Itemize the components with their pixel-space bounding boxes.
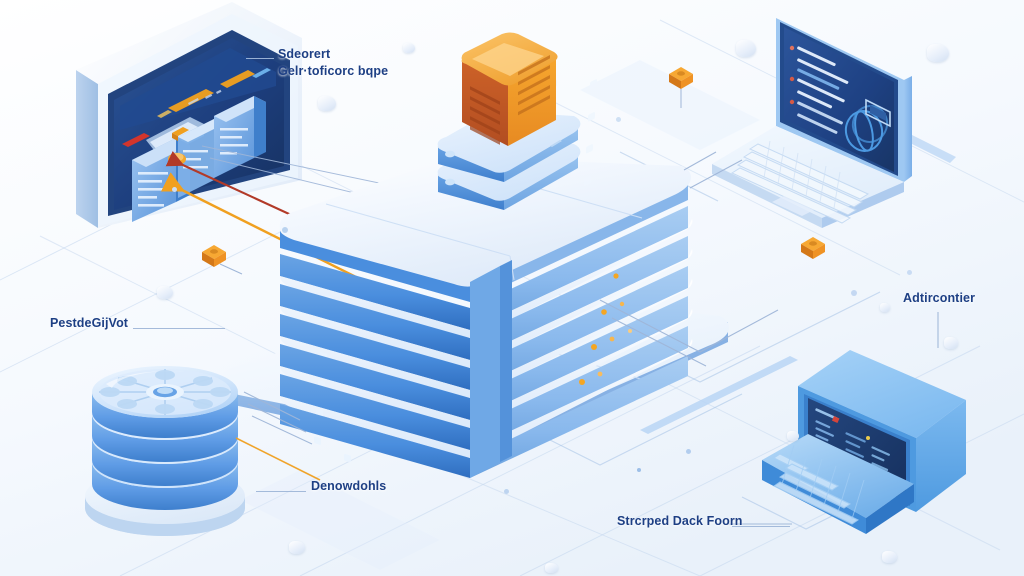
rack-led — [591, 344, 597, 350]
rack-led — [601, 309, 607, 315]
rack-led — [613, 273, 619, 279]
annotation-database: PestdeGijVot — [50, 316, 129, 330]
rack-pillar — [470, 266, 500, 478]
left-monitor[interactable] — [62, 2, 312, 247]
debris-dot — [172, 187, 177, 192]
leader-monitor — [246, 58, 274, 59]
annotation-monitor-line2: Gelr·toficorc bqpe — [278, 64, 389, 78]
debris-dot — [504, 489, 509, 494]
debris-fleck — [289, 541, 305, 554]
debris-fleck — [403, 43, 415, 53]
annotation-stripped-dock: Strcrped Dack Foorn — [617, 514, 743, 528]
debris-fleck — [736, 40, 756, 57]
debris-fleck — [927, 44, 949, 62]
debris-fleck — [545, 563, 558, 573]
debris-dot — [282, 227, 288, 233]
front-laptop[interactable] — [746, 334, 996, 564]
laptop-keys — [730, 143, 870, 224]
debris-fleck — [882, 551, 897, 563]
debris-dot — [637, 468, 641, 472]
screen-code-lines — [789, 45, 849, 134]
rack-top-slab — [279, 155, 691, 302]
annotation-monitor: Sdeorert Gelr·toficorc bqpe — [278, 46, 388, 80]
rack-led — [619, 301, 625, 307]
leader-database — [133, 328, 225, 329]
leader-stripped-dock — [732, 526, 790, 527]
debris-fleck — [157, 286, 173, 299]
debris-fleck — [318, 96, 336, 111]
annotation-monitor-line1: Sdeorert — [278, 47, 331, 61]
leader-downloads — [256, 491, 306, 492]
network-globe-icon — [844, 105, 889, 152]
database-stack[interactable] — [70, 348, 260, 538]
orange-cube-left — [202, 245, 243, 275]
orange-cube-top — [669, 67, 693, 108]
debris-fleck — [880, 303, 890, 312]
debris-dot — [686, 449, 691, 454]
orange-tower[interactable] — [454, 32, 564, 152]
rack-led — [579, 379, 585, 385]
debris-dot — [907, 270, 912, 275]
debris-fleck — [944, 337, 958, 349]
annotation-downloads: Denowdohls — [311, 479, 387, 493]
rack-led — [609, 336, 615, 342]
server-rack[interactable] — [264, 79, 704, 478]
debris-dot — [616, 117, 621, 122]
debris-fleck — [787, 431, 799, 441]
rack-led — [597, 371, 603, 377]
rack-shelf[interactable] — [280, 356, 688, 478]
back-laptop[interactable] — [712, 18, 1008, 228]
monitor-badge-icon — [865, 98, 891, 128]
annotation-adapter: Adtircontier — [903, 291, 976, 305]
debris-dot — [851, 290, 857, 296]
orange-cube-right — [801, 237, 825, 259]
rack-shelf[interactable] — [280, 176, 693, 443]
rack-led — [628, 329, 632, 333]
